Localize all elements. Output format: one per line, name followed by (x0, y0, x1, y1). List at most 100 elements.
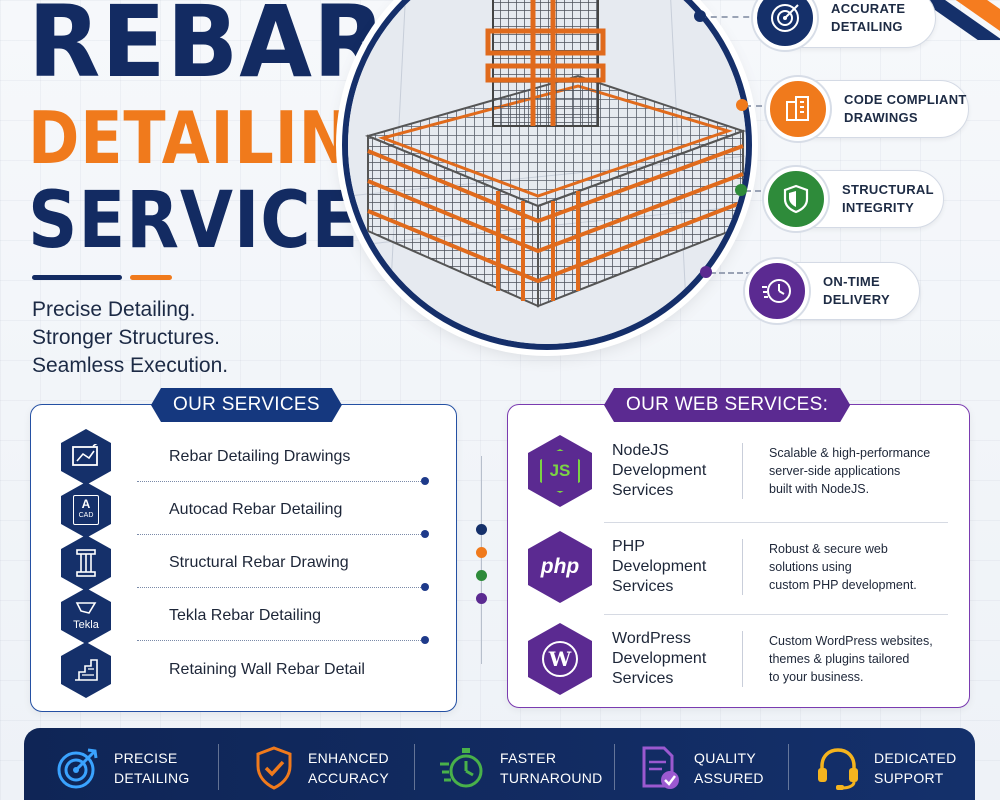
benefit-line: QUALITY (694, 750, 757, 766)
benefit-line: SUPPORT (874, 770, 944, 786)
building-icon (766, 77, 830, 141)
our-web-services-panel: OUR WEB SERVICES: JS NodeJS Development … (507, 404, 970, 708)
php-badge: php (540, 555, 580, 578)
service-item[interactable]: Tekla Tekla Rebar Detailing (61, 588, 321, 644)
tekla-badge-text: Tekla (73, 619, 99, 631)
web-service-desc: solutions using (769, 560, 852, 574)
feature-line: CODE COMPLIANT (844, 92, 967, 107)
benefit-enhanced-accuracy: ENHANCED ACCURACY (252, 738, 389, 798)
benefit-line: DEDICATED (874, 750, 957, 766)
rebar-cage-image (342, 0, 752, 350)
feature-line: ACCURATE (831, 1, 906, 16)
document-check-icon (642, 746, 679, 789)
tagline: Precise Detailing. Stronger Structures. … (32, 296, 228, 380)
benefit-divider (414, 744, 415, 790)
feature-dot (700, 266, 712, 278)
feature-connector (700, 16, 760, 18)
service-divider (137, 534, 425, 535)
benefit-line: PRECISE (114, 750, 178, 766)
web-service-nodejs[interactable]: JS NodeJS Development Services Scalable … (528, 435, 953, 507)
service-item[interactable]: A CAD Autocad Rebar Detailing (61, 482, 342, 538)
wall-icon (61, 642, 111, 698)
web-service-desc: to your business. (769, 670, 864, 684)
web-service-wordpress[interactable]: W WordPress Development Services Custom … (528, 623, 953, 695)
web-service-separator (604, 522, 948, 523)
wordpress-icon: W (528, 623, 592, 695)
corner-stripe (930, 0, 1000, 40)
timeline-dot (476, 593, 487, 604)
column-icon (61, 535, 111, 591)
service-label: Autocad Rebar Detailing (169, 501, 343, 518)
service-label: Retaining Wall Rebar Detail (169, 661, 365, 678)
web-service-divider (742, 443, 743, 499)
benefit-line: DETAILING (114, 770, 190, 786)
shield-check-icon (256, 746, 292, 790)
benefit-divider (614, 744, 615, 790)
center-timeline (481, 456, 482, 664)
service-label: Tekla Rebar Detailing (169, 607, 322, 624)
stopwatch-icon (440, 748, 483, 788)
web-service-title: Services (612, 578, 674, 595)
feature-line: ON-TIME (823, 274, 880, 289)
benefit-line: TURNAROUND (500, 770, 603, 786)
benefit-line: ACCURACY (308, 770, 389, 786)
feature-line: INTEGRITY (842, 200, 915, 215)
php-icon: php (528, 531, 592, 603)
feature-connector (745, 105, 773, 107)
feature-dot (694, 10, 706, 22)
web-service-desc: Robust & secure web (769, 542, 888, 556)
web-service-title: Services (612, 482, 674, 499)
service-item[interactable]: Rebar Detailing Drawings (61, 429, 350, 485)
timeline-dot (476, 524, 487, 535)
web-service-title: WordPress (612, 630, 691, 647)
nodejs-icon: JS (528, 435, 592, 507)
title-detailing: DETAILING (28, 96, 403, 180)
web-service-desc: themes & plugins tailored (769, 652, 910, 666)
benefit-line: ENHANCED (308, 750, 389, 766)
clock-icon (745, 259, 809, 323)
benefit-line: ASSURED (694, 770, 764, 786)
service-item[interactable]: Structural Rebar Drawing (61, 535, 349, 591)
web-service-php[interactable]: php PHP Development Services Robust & se… (528, 531, 953, 603)
benefit-quality-assured: QUALITY ASSURED (638, 738, 764, 798)
web-service-desc: built with NodeJS. (769, 482, 870, 496)
feature-connector (710, 272, 752, 274)
web-service-separator (604, 614, 948, 615)
web-service-divider (742, 631, 743, 687)
tagline-line: Precise Detailing. (32, 298, 196, 321)
feature-line: DRAWINGS (844, 110, 918, 125)
benefit-divider (218, 744, 219, 790)
our-services-heading: OUR SERVICES (151, 388, 342, 422)
service-item[interactable]: Retaining Wall Rebar Detail (61, 642, 365, 698)
benefits-bar: PRECISE DETAILING ENHANCED ACCURACY FASTER… (24, 728, 975, 800)
our-services-panel: OUR SERVICES Rebar Detailing Drawings A … (30, 404, 457, 712)
web-service-title: NodeJS (612, 442, 669, 459)
timeline-dot (476, 547, 487, 558)
web-service-desc: server-side applications (769, 464, 901, 478)
hero-title: REBAR DETAILING SERVICES (28, 0, 464, 260)
feature-connector (745, 190, 771, 192)
web-service-title: Development (612, 650, 707, 667)
web-service-desc: Custom WordPress websites, (769, 634, 933, 648)
feature-line: STRUCTURAL (842, 182, 934, 197)
our-web-services-heading: OUR WEB SERVICES: (604, 388, 850, 422)
service-divider (137, 640, 425, 641)
feature-dot (735, 184, 747, 196)
service-divider (137, 481, 425, 482)
service-divider (137, 587, 425, 588)
service-divider-dot (421, 477, 429, 485)
web-service-title: Development (612, 558, 707, 575)
autocad-badge-letter: A (81, 497, 91, 511)
service-divider-dot (421, 636, 429, 644)
service-divider-dot (421, 583, 429, 591)
title-rebar: REBAR (28, 0, 387, 101)
service-divider-dot (421, 530, 429, 538)
wordpress-badge: W (542, 641, 578, 677)
web-service-desc: custom PHP development. (769, 578, 917, 592)
autocad-icon: A CAD (61, 482, 111, 538)
benefit-dedicated-support: DEDICATED SUPPORT (814, 738, 957, 798)
feature-line: DETAILING (831, 19, 903, 34)
drawing-icon (61, 429, 111, 485)
